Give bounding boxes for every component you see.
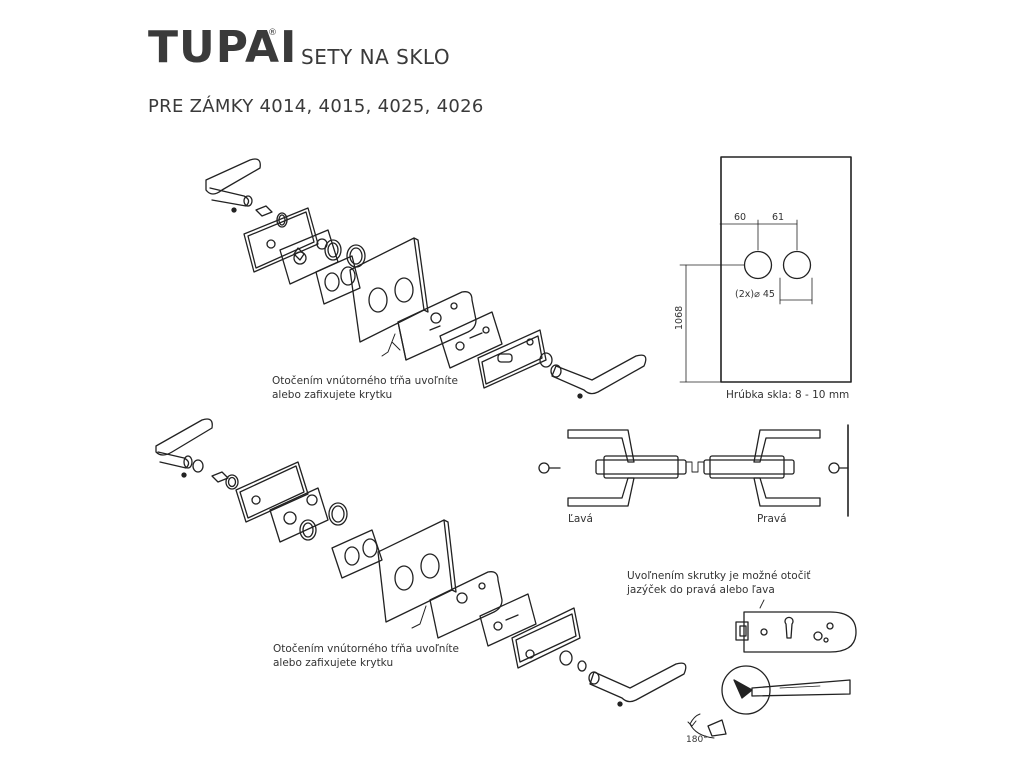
latch-note-line2: jazýček do pravá alebo ľava [626,584,775,596]
top-exploded-assembly [205,158,647,399]
page-title: SETY NA SKLO [301,45,451,69]
height-label: 1068 [674,306,685,330]
page-subtitle: PRE ZÁMKY 4014, 4015, 4025, 4026 [148,96,484,117]
left-orientation-label: Ľavá [568,513,593,525]
rosette-parts-top [255,205,288,228]
outer-cover-bottom [511,607,581,669]
latch-note-line1: Uvoľnením skrutky je možné otočiť [627,570,811,582]
handle-right-bottom [588,662,687,707]
registered-mark: ® [268,28,277,38]
gasket-bottom [331,529,383,579]
hole-left [743,250,773,280]
lock-body-top [397,291,477,361]
seal-ring-top-1 [324,239,342,261]
screw-plate-bottom [479,593,537,647]
handle-left-bottom [155,418,213,478]
handle-right-top [550,354,647,399]
rotate-note-1-line2: alebo zafixujete krytku [272,389,392,401]
glass-door-outline [720,156,852,383]
cover-plate-top [243,207,319,273]
bottom-exploded-assembly [155,418,687,707]
dim-61-label: 61 [772,212,784,223]
rotate-note-2-line2: alebo zafixujete krytku [273,657,393,669]
hole-right [782,250,812,280]
diameter-label: (2x)⌀ 45 [735,289,775,300]
rotation-detail [687,665,851,739]
glass-thickness-label: Hrúbka skla: 8 - 10 mm [726,389,849,401]
handle-left-top [205,158,261,213]
brand-logo: TUPAI [148,22,298,73]
inner-plate-bottom [269,487,329,543]
rotate-note-2-line1: Otočením vnútorného tŕňa uvoľníte [273,643,459,655]
latch-detail [735,599,857,653]
glass-panel-bottom [377,519,457,623]
outer-cover-top [477,329,547,389]
section-view [538,424,849,517]
rotation-angle-label: 180° [686,735,708,745]
lock-body-bottom [429,571,503,639]
dim-60-label: 60 [734,212,746,223]
screw-plate-top [439,311,503,369]
seal-ring-top-3 [539,352,553,368]
right-orientation-label: Pravá [757,513,787,525]
cover-plate-bottom [235,461,309,523]
gasket-top [315,255,361,305]
dimension-drawing [679,156,852,383]
rotate-note-1-line1: Otočením vnútorného tŕňa uvoľníte [272,375,458,387]
